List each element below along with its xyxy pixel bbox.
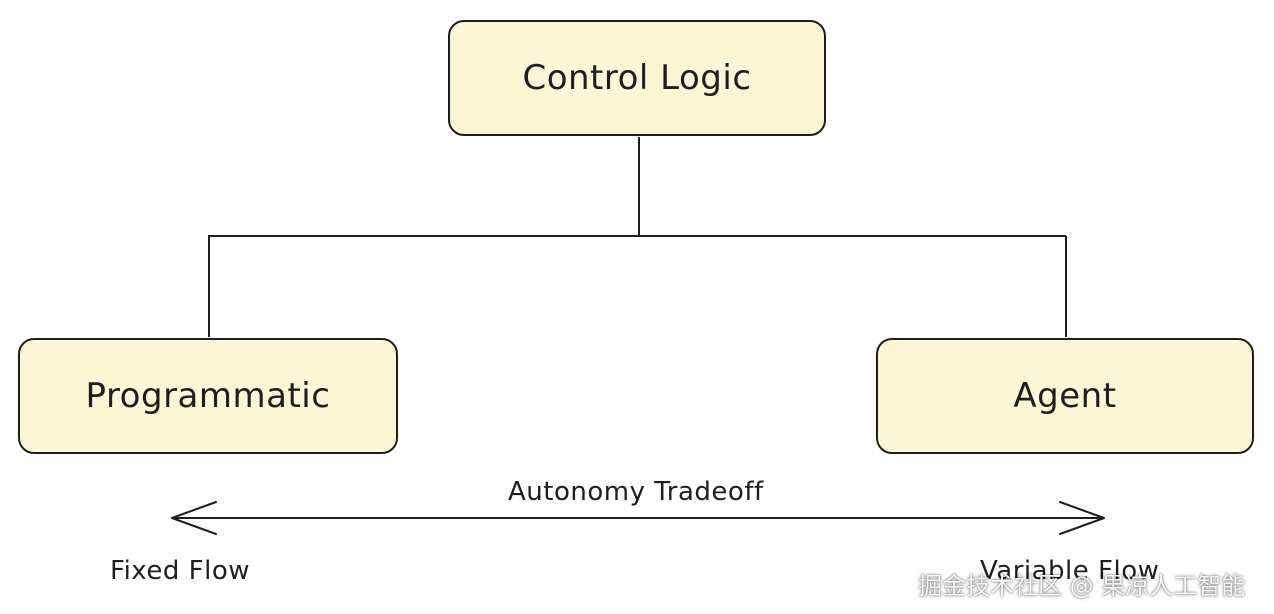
watermark-text: 掘金技术社区 @ 果凉人工智能 xyxy=(918,572,1246,600)
programmatic-label: Programmatic xyxy=(85,376,331,416)
control-logic-label: Control Logic xyxy=(522,58,752,98)
programmatic-node: Programmatic xyxy=(18,338,398,454)
agent-label: Agent xyxy=(1013,376,1117,416)
agent-node: Agent xyxy=(876,338,1254,454)
variable-flow-label: Variable Flow xyxy=(980,556,1160,586)
fixed-flow-label: Fixed Flow xyxy=(110,556,250,586)
axis-left-arrowhead xyxy=(171,501,217,535)
axis-right-arrowhead xyxy=(1059,501,1105,535)
autonomy-tradeoff-label: Autonomy Tradeoff xyxy=(508,477,764,507)
control-logic-node: Control Logic xyxy=(448,20,826,136)
